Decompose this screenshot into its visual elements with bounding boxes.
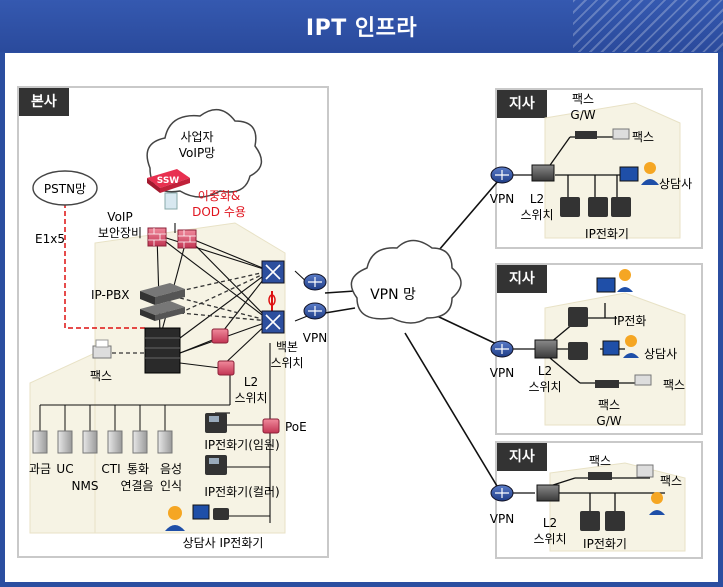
- header-stripes: [573, 0, 723, 52]
- wan-links: [324, 172, 506, 492]
- ssw-device: SSW: [147, 169, 190, 210]
- b2-l2-line1: L2: [538, 364, 552, 378]
- hq-building-bg: [29, 222, 286, 534]
- ssw-label: SSW: [157, 176, 180, 186]
- pstn-cloud: PSTN망: [32, 170, 98, 206]
- voip-security-line1: VoIP: [107, 210, 132, 224]
- b2-agent-label: 상담사: [644, 347, 677, 361]
- diagram-canvas: 본사 지사 지사 지사: [5, 53, 718, 582]
- branch1-tag: 지사: [497, 90, 547, 118]
- branch2-tag: 지사: [497, 265, 547, 293]
- server-drop-lines: [39, 405, 166, 431]
- b3-fax-right: 팩스: [660, 474, 682, 488]
- hq-fax-icon: [92, 339, 112, 359]
- servers-group: [32, 430, 173, 454]
- vpn-cloud: VPN 망: [350, 239, 462, 324]
- backbone-switch-icon: [261, 260, 285, 334]
- branch1-group: 팩스 G/W 팩스 상담사 VPN L2 스위치 IP전화기: [490, 92, 692, 241]
- branch2-group: IP전화 상담사 VPN L2 스위치 팩스 팩스 G/W: [490, 269, 685, 428]
- backbone-line1: 백본: [276, 340, 298, 354]
- network-diagram: 사업자 VoIP망 SSW 이중화& DOD 수용 PSTN망 E1x5: [29, 92, 692, 552]
- b3-vpn-label: VPN: [490, 512, 514, 526]
- server-voice: 음성: [160, 462, 182, 476]
- server-ringback: 연결음: [120, 479, 153, 493]
- provider-cloud-line1: 사업자: [180, 130, 213, 144]
- hq-l2-line2: 스위치: [234, 391, 267, 405]
- b1-l2-line2: 스위치: [520, 208, 553, 222]
- hq-router-icon: [303, 273, 327, 320]
- b1-faxgw-line2: G/W: [570, 108, 595, 122]
- b3-phone-label: IP전화기: [583, 537, 627, 551]
- redundancy-line1: 이중화&: [198, 189, 240, 203]
- pstn-label: PSTN망: [44, 182, 86, 196]
- b2-phone-label: IP전화: [614, 314, 647, 328]
- header-bar: IPT 인프라: [0, 0, 723, 52]
- server-cti: CTI: [101, 462, 120, 476]
- pstn-e1-link: [64, 203, 145, 329]
- phone-color-label: IP전화기(컬러): [204, 485, 279, 499]
- server-nms: NMS: [72, 479, 99, 493]
- server-call: 통화: [127, 462, 149, 476]
- hq-tag: 본사: [19, 88, 69, 116]
- ippbx-icon: [140, 283, 185, 321]
- hq-vpn-label: VPN: [303, 331, 327, 345]
- b3-l2-line1: L2: [543, 516, 557, 530]
- backbone-line2: 스위치: [270, 356, 303, 370]
- server-recognition: 인식: [160, 479, 182, 493]
- b3-fax-top: 팩스: [589, 454, 611, 468]
- e1-label: E1x5: [35, 232, 65, 246]
- b1-faxgw-line1: 팩스: [572, 92, 594, 106]
- agent-phone-label: 상담사 IP전화기: [183, 536, 264, 550]
- page-title: IPT 인프라: [305, 16, 418, 41]
- server-rack-icon: [144, 327, 181, 374]
- redundancy-line2: DOD 수용: [192, 205, 246, 219]
- ippbx-label: IP-PBX: [91, 288, 130, 302]
- phone-exec-label: IP전화기(임원): [204, 438, 279, 452]
- agent-icon: [165, 504, 229, 531]
- redundancy-link-marker: [268, 294, 276, 306]
- provider-cloud-line2: VoIP망: [179, 146, 215, 160]
- branch3-tag: 지사: [497, 443, 547, 471]
- b1-phone-label: IP전화기: [585, 227, 629, 241]
- b1-vpn-label: VPN: [490, 192, 514, 206]
- server-uc: UC: [56, 462, 73, 476]
- b2-l2-line2: 스위치: [528, 380, 561, 394]
- ip-phone-icon: [205, 413, 227, 475]
- hq-l2-line1: L2: [244, 375, 258, 389]
- pink-switch-icon: [211, 328, 280, 434]
- firewall-icon: [147, 227, 197, 249]
- b3-l2-line2: 스위치: [533, 532, 566, 546]
- hq-fax-label: 팩스: [90, 369, 112, 383]
- b1-agent-label: 상담사: [659, 177, 692, 191]
- hq-dashed-links: [105, 270, 271, 354]
- b2-faxgw-line1: 팩스: [598, 398, 620, 412]
- poe-label: PoE: [285, 420, 307, 434]
- branch3-group: 팩스 팩스 VPN L2 스위치 IP전화기: [490, 454, 682, 551]
- b1-l2-line1: L2: [530, 192, 544, 206]
- b2-faxgw-line2: G/W: [596, 414, 621, 428]
- server-billing: 과금: [29, 462, 51, 476]
- b2-fax-label: 팩스: [663, 378, 685, 392]
- voip-security-line2: 보안장비: [98, 226, 142, 240]
- b1-fax-label: 팩스: [632, 130, 654, 144]
- vpn-cloud-label: VPN 망: [370, 287, 416, 303]
- b2-vpn-label: VPN: [490, 366, 514, 380]
